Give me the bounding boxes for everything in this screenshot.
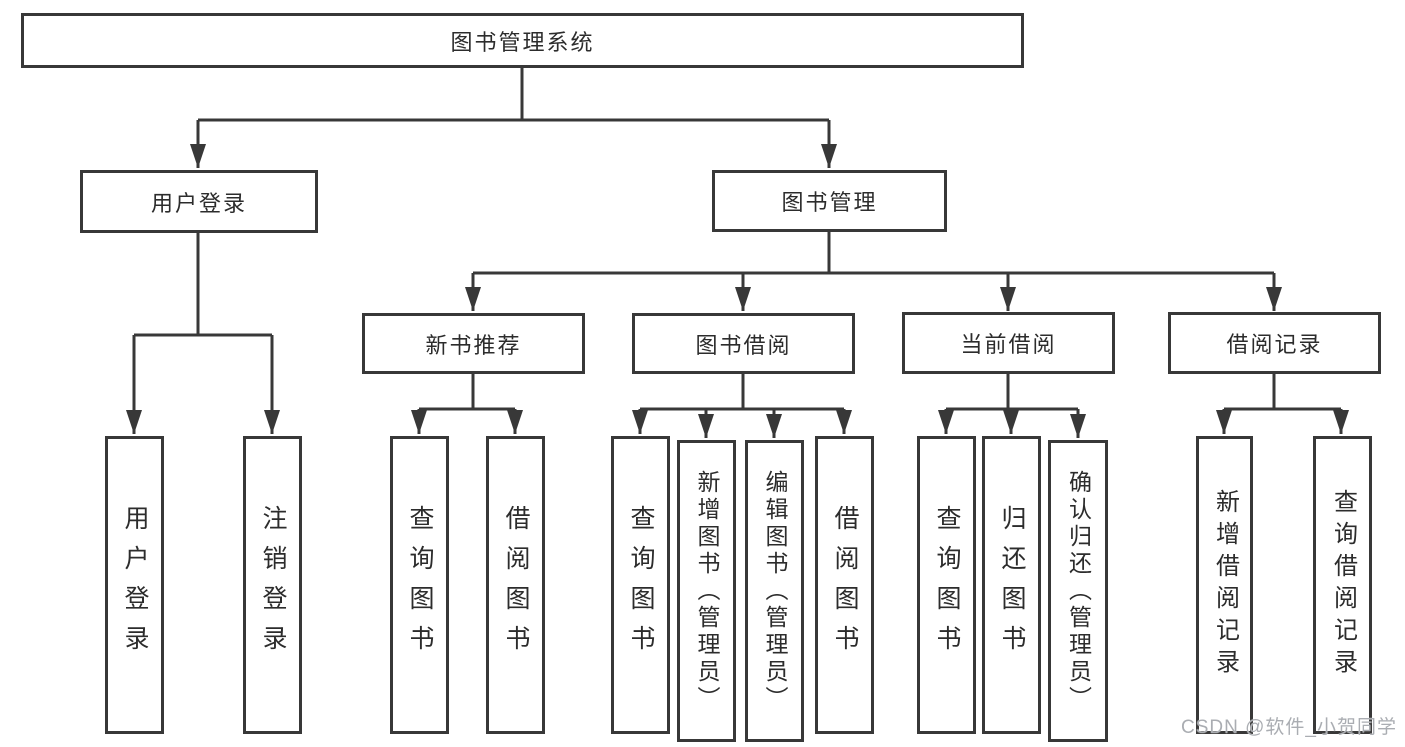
- node-rec-borrow-book: 借阅图书: [486, 436, 545, 734]
- node-bb-add-book-label: 新增图书（管理员）: [694, 469, 720, 713]
- node-current-borrow: 当前借阅: [902, 312, 1115, 374]
- node-br-query-record: 查询借阅记录: [1313, 436, 1372, 734]
- node-bb-edit-book: 编辑图书（管理员）: [745, 440, 804, 742]
- node-user-login: 用户登录: [80, 170, 318, 233]
- node-book-mgmt: 图书管理: [712, 170, 947, 232]
- node-cb-confirm-return-label: 确认归还（管理员）: [1065, 469, 1092, 713]
- node-br-query-record-label: 查询借阅记录: [1329, 489, 1357, 681]
- node-br-add-record: 新增借阅记录: [1196, 436, 1253, 734]
- node-user-login-leaf: 用户登录: [105, 436, 164, 734]
- node-bb-borrow-book: 借阅图书: [815, 436, 874, 734]
- node-user-login-label: 用户登录: [150, 190, 247, 216]
- node-bb-edit-book-label: 编辑图书（管理员）: [762, 469, 788, 713]
- node-br-add-record-label: 新增借阅记录: [1211, 489, 1239, 681]
- node-rec-query-book: 查询图书: [390, 436, 449, 734]
- node-new-book-rec: 新书推荐: [362, 313, 585, 374]
- node-cb-return-book: 归还图书: [982, 436, 1041, 734]
- node-rec-query-book-label: 查询图书: [406, 505, 434, 665]
- node-borrow-record: 借阅记录: [1168, 312, 1381, 374]
- node-bb-borrow-book-label: 借阅图书: [831, 505, 859, 665]
- node-book-borrow: 图书借阅: [632, 313, 855, 374]
- node-current-borrow-label: 当前借阅: [960, 332, 1057, 357]
- node-cb-query-book: 查询图书: [917, 436, 976, 734]
- node-rec-borrow-book-label: 借阅图书: [502, 505, 530, 665]
- node-book-mgmt-label: 图书管理: [781, 190, 878, 215]
- node-bb-add-book: 新增图书（管理员）: [677, 440, 736, 742]
- node-book-borrow-label: 图书借阅: [695, 332, 792, 358]
- node-new-book-rec-label: 新书推荐: [425, 332, 522, 358]
- node-bb-query-book: 查询图书: [611, 436, 670, 734]
- node-root: 图书管理系统: [21, 13, 1024, 68]
- node-user-login-leaf-label: 用户登录: [121, 505, 149, 665]
- node-bb-query-book-label: 查询图书: [627, 505, 655, 665]
- node-cb-confirm-return: 确认归还（管理员）: [1048, 440, 1108, 742]
- node-cb-return-book-label: 归还图书: [998, 505, 1026, 665]
- node-root-label: 图书管理系统: [450, 29, 595, 55]
- node-logout-label: 注销登录: [259, 505, 287, 665]
- node-logout: 注销登录: [243, 436, 302, 734]
- node-cb-query-book-label: 查询图书: [933, 505, 961, 665]
- node-borrow-record-label: 借阅记录: [1226, 332, 1323, 357]
- csdn-watermark: CSDN @软件_小贺同学: [1181, 717, 1397, 738]
